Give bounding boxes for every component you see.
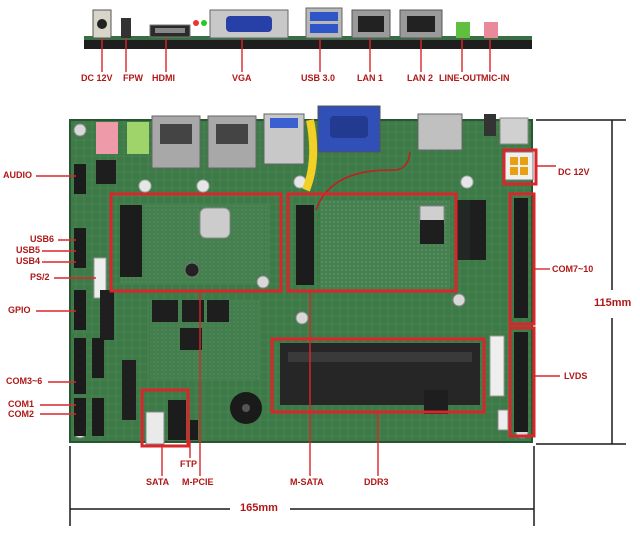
leader-lines [36,38,560,476]
mpcie-callout-box [109,192,283,293]
com7-10-callout-box [508,192,536,326]
label-top-lan1: LAN 1 [357,73,384,83]
usb-header [74,228,86,268]
label-top-hdmi: HDMI [152,73,175,83]
label-usb5: USB5 [16,245,41,255]
label-com3-6: COM3~6 [6,376,43,386]
label-ddr3: DDR3 [364,477,389,487]
mount-hole [73,123,87,137]
label-com7-10: COM7~10 [552,264,594,274]
gpio-header [74,290,86,330]
edge-fpw-connector [121,18,131,38]
sata-connector [168,400,186,440]
label-mpcie: M-PCIE [182,477,214,487]
board-dc-jack [499,117,529,145]
yellow-cable [302,119,318,192]
edge-micin-jack [484,22,498,38]
label-com1: COM1 [8,399,35,409]
mount-hole [256,275,270,289]
com1-2-header [74,398,86,436]
label-top-vga: VGA [232,73,252,83]
label-msata: M-SATA [290,477,324,487]
label-usb4: USB4 [16,256,41,266]
dc12v-4pin-connector [504,151,534,181]
lvds-callout-box [508,326,536,438]
com7-10-header [514,198,528,318]
dimension-height: 115mm [594,297,632,309]
label-usb6: USB6 [30,234,55,244]
mount-hole [295,311,309,325]
mpcie-slot [120,205,142,277]
sata-callout-box [140,388,190,448]
label-sata: SATA [146,477,170,487]
label-top-dc12v: DC 12V [81,73,113,83]
lvds-header [514,332,528,432]
label-top-lan2: LAN 2 [407,73,434,83]
label-top-usb3: USB 3.0 [301,73,336,83]
board-audio-jack-green [127,122,149,154]
msata-slot [296,205,314,285]
label-right-dc12v: DC 12V [558,167,590,177]
edge-view [84,7,532,49]
label-ftp: FTP [180,459,197,469]
dimension-brackets [69,119,626,526]
edge-lineout-jack [456,22,470,38]
edge-pcb-strip [84,40,532,49]
com3-6-header [74,338,86,394]
label-top-fpw: FPW [123,73,143,83]
dc12v-callout-box [502,148,538,186]
label-lvds: LVDS [564,371,588,381]
label-top-lineout: LINE-OUT [439,73,482,83]
audio-header [74,164,86,194]
board-hdmi [417,113,463,151]
label-ps2: PS/2 [30,272,50,282]
msata-callout-box [286,192,458,293]
label-com2: COM2 [8,409,35,419]
mount-hole [452,293,466,307]
sata-power [145,411,165,445]
board-audio-jack-pink [96,122,118,154]
label-gpio: GPIO [8,305,31,315]
dimension-width: 165mm [240,502,278,514]
main-board [69,105,534,445]
label-top-micin: MIC-IN [481,73,510,83]
label-audio: AUDIO [3,170,32,180]
